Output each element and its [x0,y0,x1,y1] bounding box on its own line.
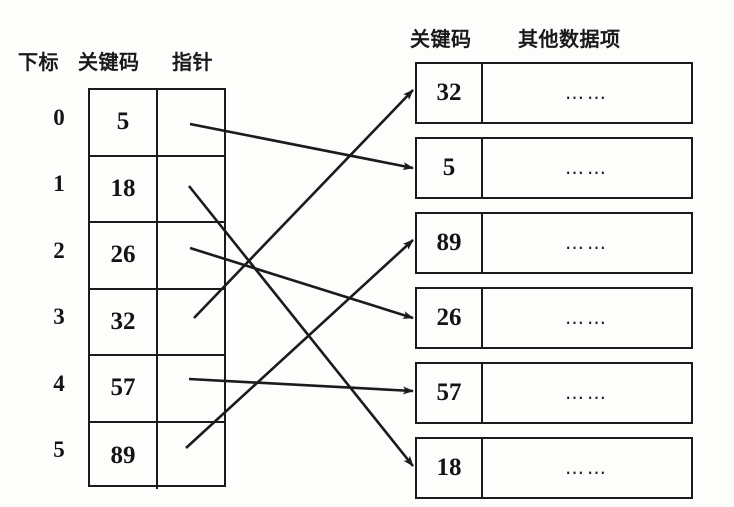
header-left-key-label: 关键码 [78,50,140,74]
record-data-cell: …… [565,382,609,404]
record-key-cell: 26 [417,289,483,347]
index-key-cell: 57 [90,356,158,421]
index-key-cell: 5 [90,90,158,155]
index-row: 26 [90,223,224,290]
index-key-cell: 89 [90,422,158,489]
index-table: 5 18 26 32 57 89 [88,88,226,490]
record-data-cell: …… [565,307,609,329]
record-key-cell: 89 [417,214,483,272]
index-pointer-cell [158,423,224,490]
index-label-3: 3 [53,304,65,329]
index-label-1: 1 [53,171,65,196]
index-label-0: 0 [53,105,65,130]
header-right-key-label: 关键码 [410,27,472,51]
record-box: 18 …… [415,437,693,499]
index-pointer-cell [158,290,224,355]
index-pointer-cell [158,157,224,222]
index-key-cell: 26 [90,223,158,288]
index-label-2: 2 [53,238,65,263]
index-pointer-cell [158,356,224,421]
record-box: 32 …… [415,62,693,124]
index-label-4: 4 [53,371,65,396]
index-label-5: 5 [53,437,65,462]
index-key-cell: 18 [90,156,158,221]
header-other-data-label: 其他数据项 [518,27,621,51]
index-row: 18 [90,156,224,223]
header-index-label: 下标 [18,50,59,74]
record-key-cell: 18 [417,439,483,497]
index-pointer-cell [158,90,224,155]
pointer-arrow-index-3 [193,89,414,319]
record-box: 57 …… [415,362,693,424]
index-pointer-cell [158,223,224,288]
record-box: 89 …… [415,212,693,274]
record-data-cell: …… [565,457,609,479]
record-data-cell: …… [565,82,609,104]
record-data-cell: …… [565,157,609,179]
record-box: 26 …… [415,287,693,349]
index-row: 5 [90,90,224,157]
record-key-cell: 57 [417,364,483,422]
record-box: 5 …… [415,137,693,199]
index-row: 57 [90,356,224,423]
record-data-cell: …… [565,232,609,254]
record-key-cell: 32 [417,64,483,122]
index-key-cell: 32 [90,289,158,354]
header-pointer-label: 指针 [172,50,213,74]
record-key-cell: 5 [417,139,483,197]
index-row: 89 [90,422,224,490]
index-row: 32 [90,289,224,356]
